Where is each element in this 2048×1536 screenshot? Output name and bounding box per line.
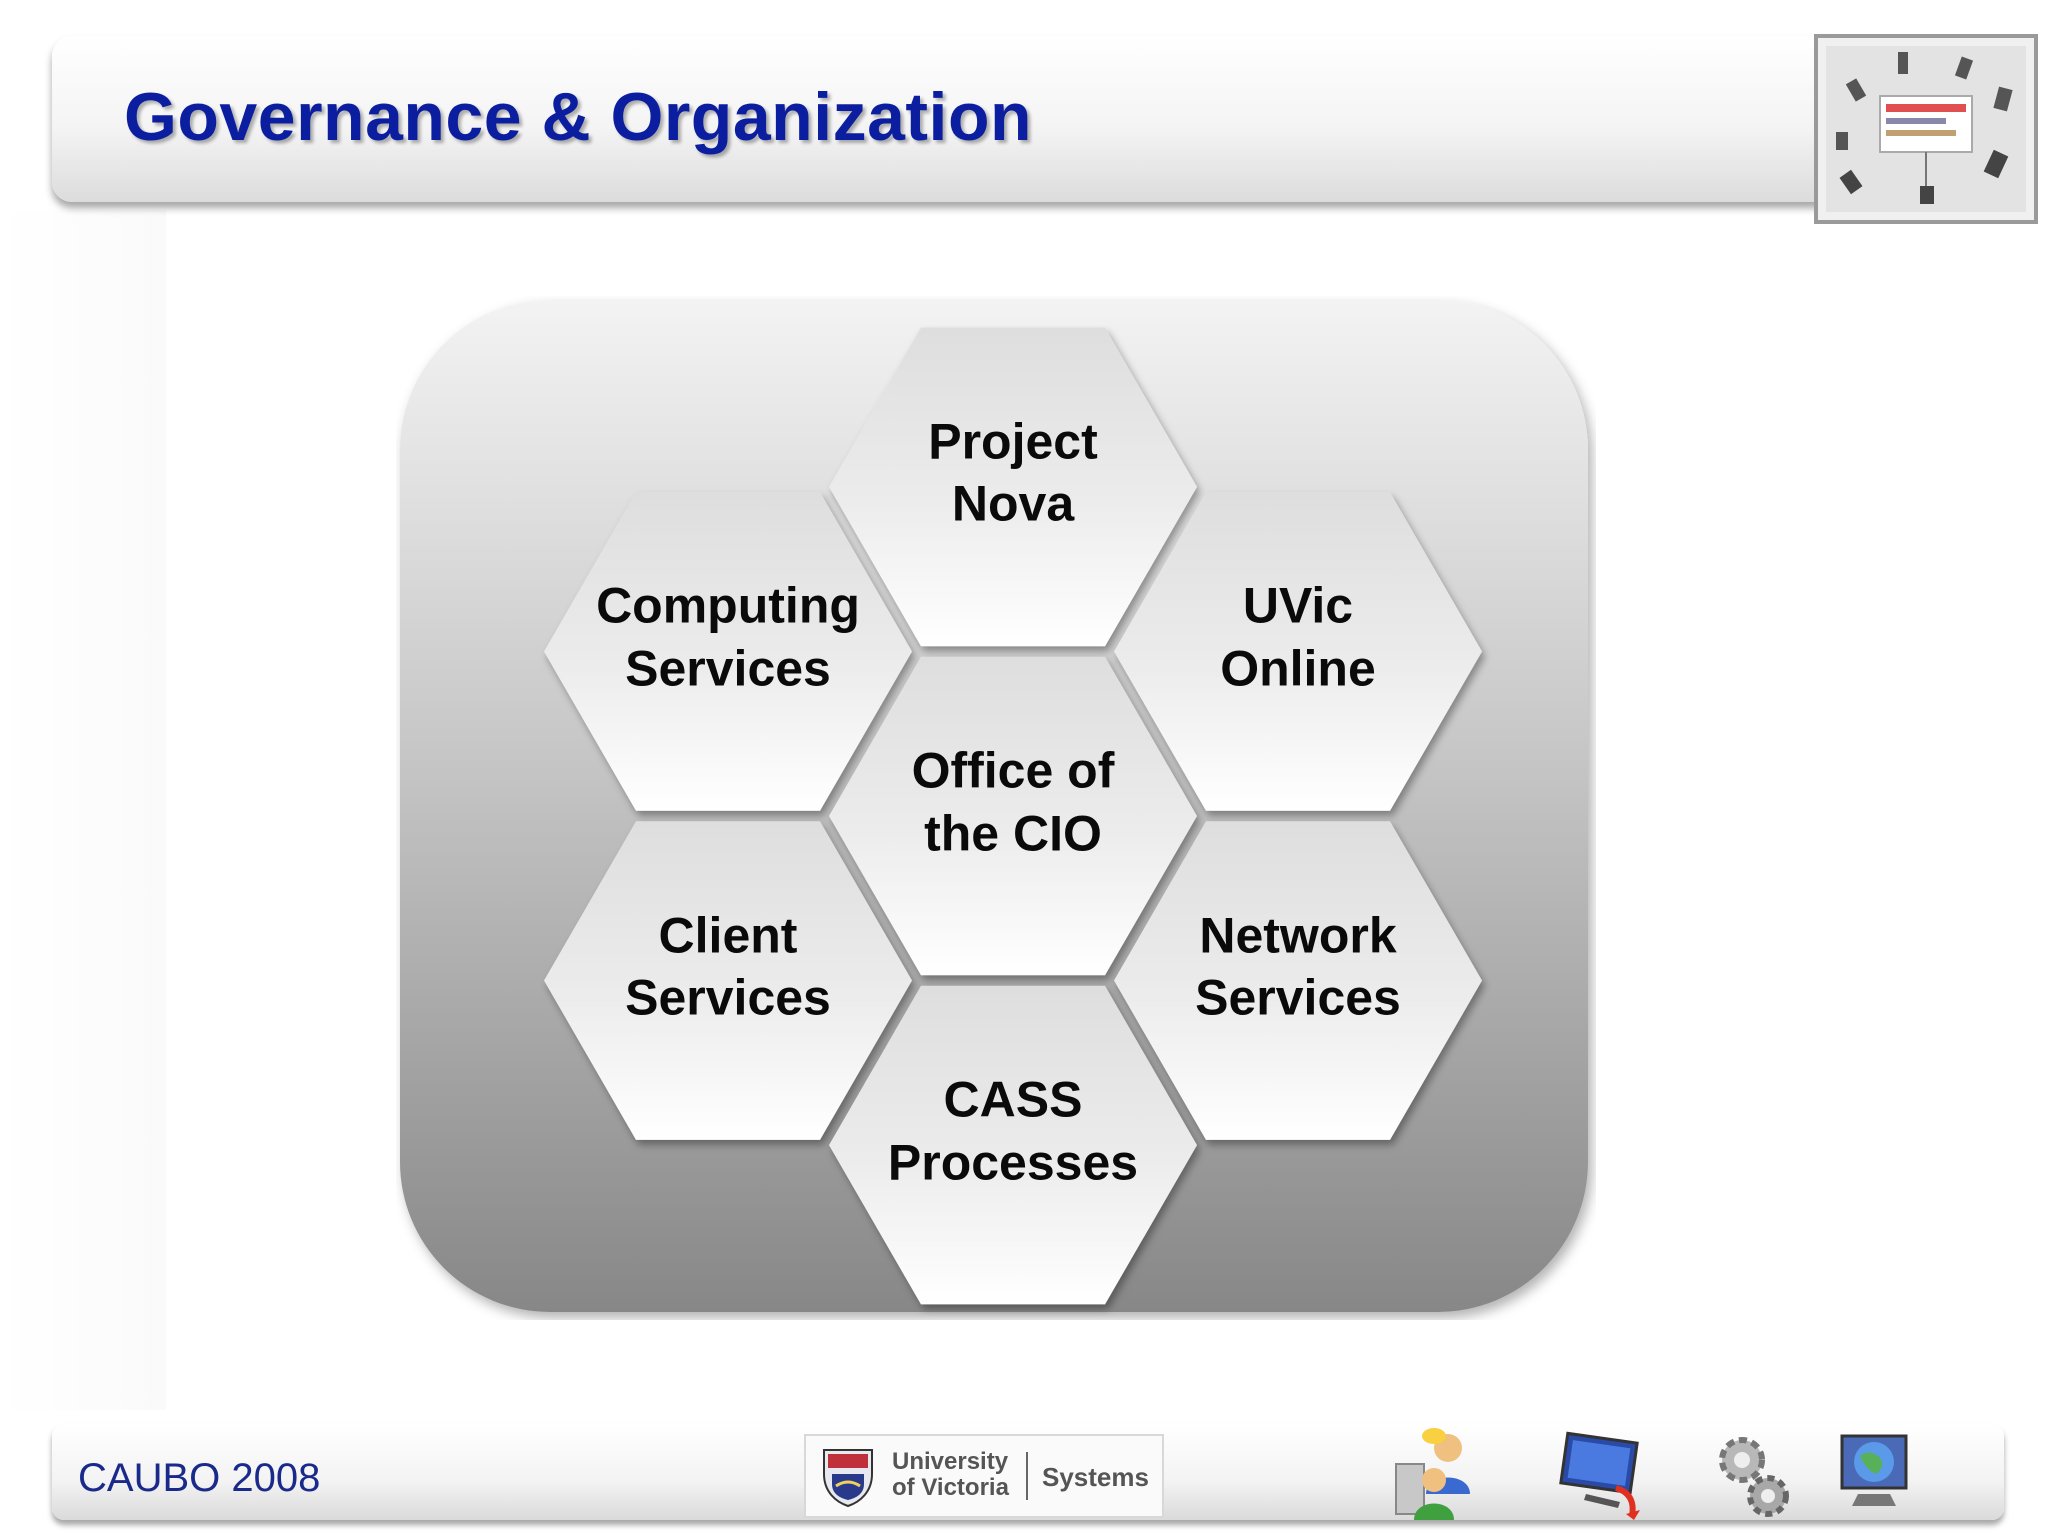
university-logo: University of Victoria Systems bbox=[804, 1434, 1164, 1518]
hexagon-label-office-of-the-cio: Office of the CIO bbox=[833, 740, 1193, 865]
hexagon-project-nova bbox=[829, 327, 1197, 647]
crest-icon bbox=[823, 1449, 873, 1508]
hexagon-cass-processes bbox=[829, 985, 1197, 1305]
hexagon-label-line: Nova bbox=[951, 475, 1075, 532]
hexagon-label-line: UVic bbox=[1242, 577, 1354, 634]
hexagon-label-line: CASS bbox=[943, 1071, 1083, 1128]
hexagon-label-line: Processes bbox=[887, 1134, 1139, 1191]
hexagon-label-line: the CIO bbox=[924, 805, 1102, 861]
hexagon-client-services bbox=[544, 821, 912, 1140]
hexagon-label-line: Services bbox=[625, 969, 831, 1026]
corkboard-icon bbox=[1814, 34, 2038, 224]
hexagon-label-line: Client bbox=[658, 907, 798, 964]
hexagon-label-line: Services bbox=[625, 640, 831, 697]
diagram-canvas bbox=[400, 300, 1588, 1312]
hexagon-office-of-the-cio bbox=[829, 656, 1197, 976]
globe-monitor-icon bbox=[1840, 1434, 1908, 1506]
hexagon-label-cass-processes: CASS Processes bbox=[833, 1069, 1193, 1194]
hexagon-label-line: Project bbox=[928, 413, 1098, 470]
logo-line-1: University bbox=[892, 1448, 1009, 1475]
computer-icon bbox=[1559, 1431, 1640, 1520]
hexagon-label-line: Office of bbox=[911, 742, 1115, 799]
people-icon bbox=[1395, 1428, 1470, 1520]
hexagon-label-line: Computing bbox=[596, 577, 860, 634]
logo-divider bbox=[1026, 1452, 1028, 1500]
hexagon-label-line: Network bbox=[1199, 907, 1397, 964]
hexagon-network-services bbox=[1114, 821, 1482, 1140]
hexagon-label-line: Services bbox=[1195, 969, 1401, 1026]
background-shade bbox=[0, 210, 166, 1410]
hexagon-uvic-online bbox=[1114, 492, 1482, 811]
hexagon-computing-services bbox=[544, 492, 912, 811]
logo-line-2: of Victoria bbox=[892, 1474, 1009, 1501]
gears-icon bbox=[1719, 1437, 1789, 1517]
title-bar bbox=[52, 36, 1852, 202]
logo-unit: Systems bbox=[1042, 1462, 1149, 1492]
hexagon-label-line: Online bbox=[1220, 640, 1376, 697]
footer-text: CAUBO 2008 bbox=[78, 1456, 321, 1500]
page-title: Governance & Organization bbox=[124, 79, 1033, 155]
